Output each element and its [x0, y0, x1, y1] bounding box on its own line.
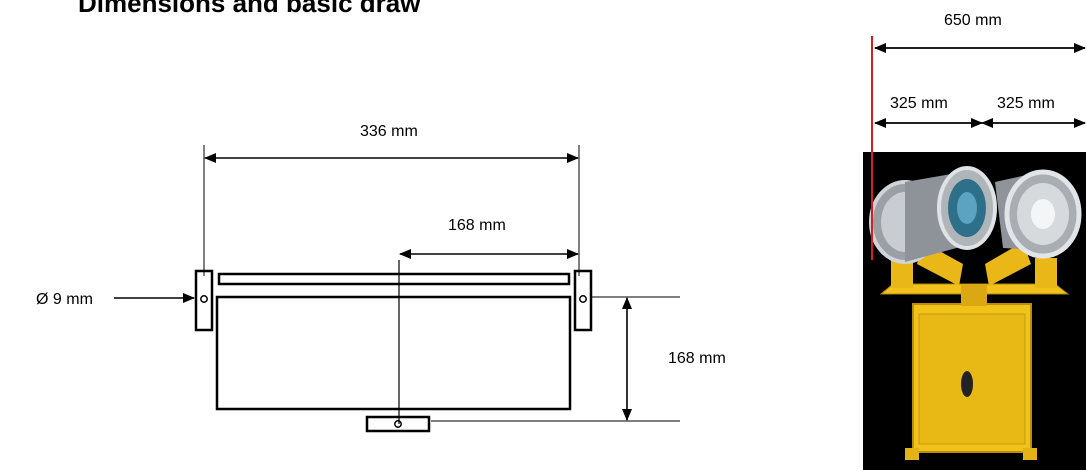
- lamp-photo: [863, 152, 1086, 470]
- bottom-bracket: [365, 415, 431, 433]
- top-bar: [217, 272, 571, 286]
- box-window: [961, 371, 973, 397]
- right-mount-hole: [579, 295, 587, 303]
- photo-dim-label-left: 325 mm: [890, 95, 948, 112]
- dim-label-height: 168 mm: [668, 350, 726, 367]
- bottom-mount-hole: [394, 420, 402, 428]
- page-title: Dimensions and basic draw: [78, 0, 421, 18]
- photo-dim-label-right: 325 mm: [997, 95, 1055, 112]
- right-bracket: [573, 269, 593, 332]
- lamp-head-right: [995, 169, 1082, 259]
- photo-dim-label-total: 650 mm: [944, 12, 1002, 29]
- housing-body: [215, 295, 572, 411]
- lamp-head-left: [869, 166, 997, 264]
- dim-label-width-half: 168 mm: [448, 217, 506, 234]
- dim-label-width-total: 336 mm: [360, 123, 418, 140]
- left-mount-hole: [200, 295, 208, 303]
- left-bracket: [194, 269, 214, 332]
- dim-label-hole-diameter: Ø 9 mm: [36, 291, 93, 308]
